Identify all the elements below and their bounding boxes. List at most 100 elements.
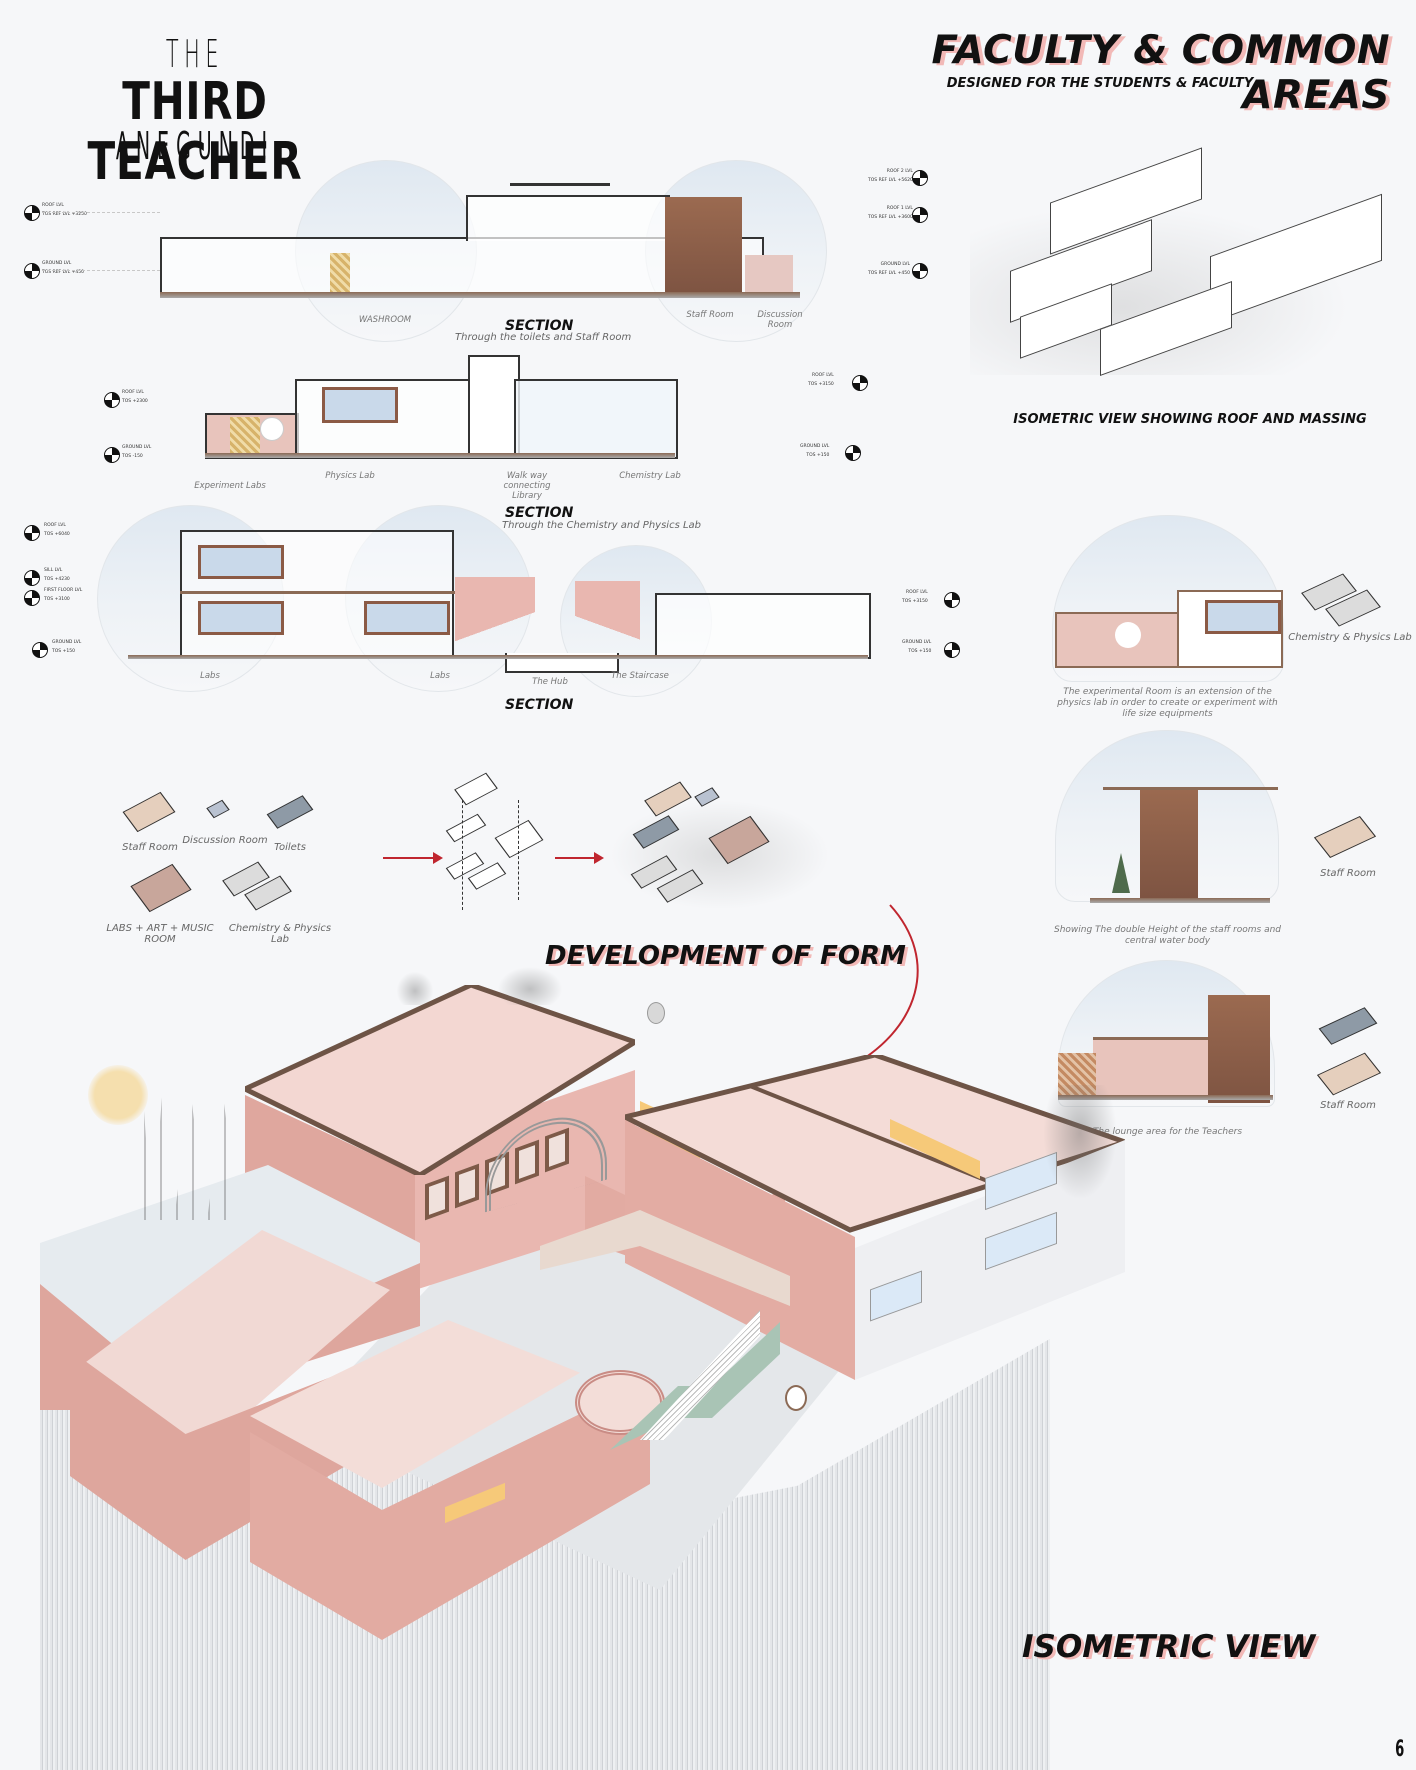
detail-caption: The lounge area for the Teachers bbox=[1092, 1127, 1243, 1137]
block-label: Staff Room bbox=[122, 842, 178, 853]
tree-icon bbox=[1040, 1085, 1120, 1205]
logo-title: THIRD TEACHER bbox=[87, 72, 303, 192]
staircase-volume bbox=[655, 593, 871, 659]
room-label: Discussion Room bbox=[757, 310, 803, 330]
ground-line bbox=[205, 453, 675, 458]
block-label: Staff Room bbox=[1320, 1100, 1376, 1111]
block-labs-art-music bbox=[130, 863, 192, 913]
screen-wall bbox=[1058, 1053, 1096, 1095]
section-title: SECTION bbox=[505, 505, 574, 521]
detail-caption: The experimental Room is an extension of… bbox=[1057, 687, 1278, 719]
block-icon bbox=[1316, 1052, 1382, 1096]
block-discussion-room bbox=[206, 799, 230, 819]
block-icon bbox=[1318, 1007, 1378, 1045]
tree-icon bbox=[395, 970, 435, 1005]
block-label: Toilets bbox=[274, 842, 306, 853]
tree-icon bbox=[495, 965, 565, 1005]
section-upper-volume bbox=[466, 195, 670, 241]
room-label: Chemistry Lab bbox=[619, 471, 681, 481]
lab-window bbox=[1205, 600, 1281, 634]
logo-location: ANEGUNDI bbox=[115, 124, 275, 168]
room-label: The Staircase bbox=[611, 671, 669, 681]
page-subtitle: DESIGNED FOR THE STUDENTS & FACULTY bbox=[946, 76, 1254, 91]
block-toilets bbox=[266, 795, 314, 829]
section-title: SECTION bbox=[505, 318, 574, 334]
arrow-right-icon bbox=[555, 857, 595, 859]
room-label: Experiment Labs bbox=[194, 481, 266, 491]
walkway-volume bbox=[468, 355, 520, 459]
massing-isometric bbox=[970, 147, 1390, 377]
lab-window bbox=[364, 601, 450, 635]
stair-ramp bbox=[575, 581, 640, 655]
chemistry-lab-volume bbox=[514, 379, 678, 459]
level-marker-icon bbox=[104, 392, 120, 408]
block-label: Chemistry & Physics Lab bbox=[1288, 632, 1412, 643]
floor-slab bbox=[180, 591, 460, 594]
lab-window bbox=[198, 545, 284, 579]
block-icon bbox=[1313, 816, 1377, 858]
lounge-glazing bbox=[1093, 1037, 1208, 1095]
room-label: The Hub bbox=[532, 677, 568, 687]
block-label: LABS + ART + MUSIC ROOM bbox=[106, 923, 214, 945]
stack-block bbox=[494, 819, 544, 859]
ground-line bbox=[160, 292, 800, 298]
arrow-head bbox=[433, 852, 443, 864]
level-marker-icon bbox=[944, 592, 960, 608]
round-window bbox=[785, 1385, 807, 1411]
room-label: Labs bbox=[430, 671, 450, 681]
room-label: Physics Lab bbox=[325, 471, 375, 481]
roof-slab bbox=[1103, 787, 1278, 790]
arrow-right-icon bbox=[383, 857, 435, 859]
ground-line bbox=[1090, 898, 1270, 903]
discussion-room-wall bbox=[745, 255, 793, 293]
lab-window bbox=[198, 601, 284, 635]
room-label: Staff Room bbox=[686, 310, 734, 320]
wood-panel bbox=[665, 197, 742, 293]
form-development-title: DEVELOPMENT OF FORM bbox=[545, 941, 906, 971]
form-development: Staff Room Discussion Room Toilets LABS … bbox=[100, 760, 900, 980]
level-marker-icon bbox=[32, 642, 48, 658]
ground-line bbox=[1058, 1095, 1273, 1100]
isometric-title: ISOMETRIC VIEW bbox=[1022, 1629, 1316, 1665]
level-marker-icon bbox=[24, 205, 40, 221]
level-marker-icon bbox=[24, 590, 40, 606]
stack-block bbox=[454, 772, 498, 806]
level-line bbox=[42, 270, 160, 271]
assembled-massing bbox=[610, 780, 830, 920]
section-title: SECTION bbox=[505, 697, 574, 713]
sun-icon bbox=[88, 1065, 148, 1125]
massing-caption: ISOMETRIC VIEW SHOWING ROOF AND MASSING bbox=[1013, 412, 1367, 427]
room-label: WASHROOM bbox=[358, 315, 412, 325]
level-marker-icon bbox=[944, 642, 960, 658]
lab-window bbox=[322, 387, 398, 423]
page-title: FACULTY & COMMON AREAS bbox=[931, 28, 1390, 118]
logo-the: THE bbox=[165, 32, 225, 76]
screen-wall bbox=[230, 417, 260, 453]
balloon-icon bbox=[647, 1002, 665, 1024]
section-subtitle: Through the Chemistry and Physics Lab bbox=[502, 520, 701, 531]
block-label: Staff Room bbox=[1320, 868, 1376, 879]
main-isometric bbox=[40, 965, 1240, 1770]
level-marker-icon bbox=[24, 525, 40, 541]
stack-guide bbox=[518, 800, 519, 900]
level-marker-icon bbox=[845, 445, 861, 461]
level-marker-icon bbox=[24, 570, 40, 586]
arrow-head bbox=[594, 852, 604, 864]
screen-wall bbox=[330, 253, 350, 293]
level-marker-icon bbox=[912, 263, 928, 279]
page-number: 6 bbox=[1394, 1737, 1404, 1762]
exploded-stack bbox=[440, 770, 550, 920]
block-staff-room bbox=[122, 791, 176, 833]
